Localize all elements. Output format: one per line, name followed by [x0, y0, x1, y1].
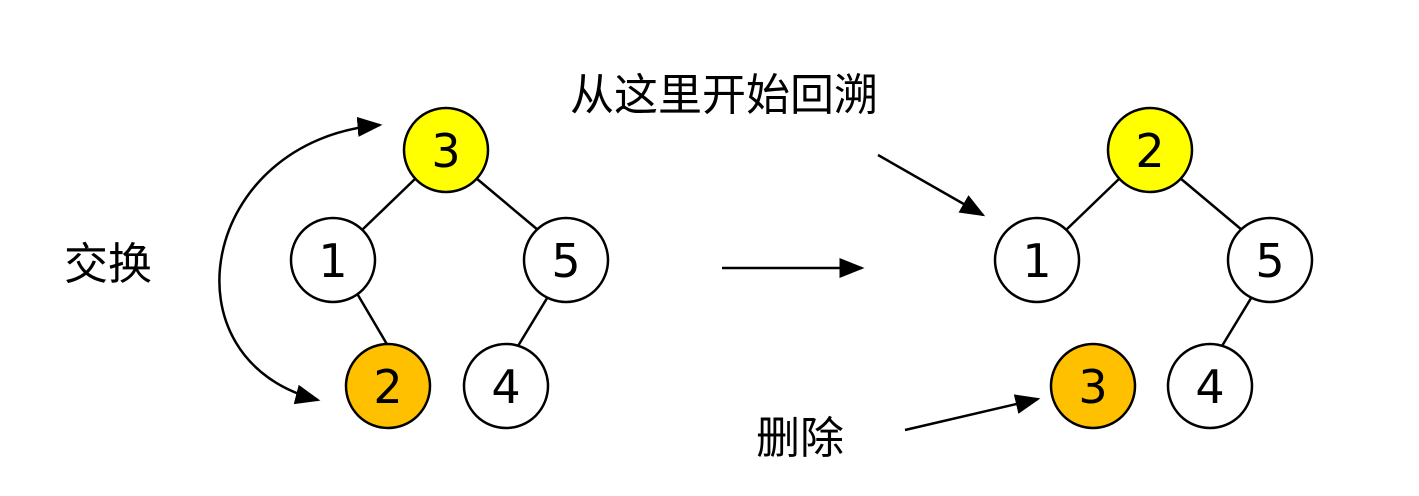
node-label: 1	[1022, 234, 1051, 288]
node-circle	[1106, 106, 1194, 194]
edge-right-child	[516, 289, 554, 347]
node-circle	[993, 216, 1081, 304]
node-circle	[522, 216, 610, 304]
node-label: 3	[431, 124, 460, 178]
node-label: 1	[318, 234, 347, 288]
tree-after: 2 1 5 3 4	[993, 106, 1314, 430]
swap-label: 交换	[64, 239, 152, 290]
node-label: 5	[1255, 234, 1284, 288]
tree-node: 3	[402, 106, 490, 194]
tree-node: 4	[1166, 342, 1254, 430]
backtrack-label: 从这里开始回溯	[570, 70, 878, 121]
tree-node: 2	[344, 342, 432, 430]
node-circle	[1226, 216, 1314, 304]
backtrack-arrow	[877, 153, 986, 217]
tree-node: 1	[289, 216, 377, 304]
delete-arrow	[904, 394, 1041, 432]
edge-right-child	[1220, 289, 1258, 347]
tree-node: 3	[1049, 342, 1137, 430]
tree-node: 5	[1226, 216, 1314, 304]
node-circle	[402, 106, 490, 194]
node-circle	[1166, 342, 1254, 430]
node-label: 2	[1135, 124, 1164, 178]
tree-node: 2	[1106, 106, 1194, 194]
edge-left-child	[353, 289, 390, 347]
edge-root-right	[1179, 177, 1243, 231]
node-circle	[462, 342, 550, 430]
node-label: 3	[1078, 360, 1107, 414]
node-label: 5	[551, 234, 580, 288]
edge-root-left	[1065, 177, 1121, 231]
node-label: 4	[491, 360, 520, 414]
edge-root-right	[475, 177, 539, 231]
swap-arrow	[218, 116, 383, 405]
edge-root-left	[361, 177, 417, 231]
tree-before: 3 1 5 2 4	[289, 106, 610, 430]
node-label: 2	[373, 360, 402, 414]
delete-label: 删除	[756, 413, 844, 464]
tree-node: 5	[522, 216, 610, 304]
node-circle	[1049, 342, 1137, 430]
tree-node: 1	[993, 216, 1081, 304]
node-label: 4	[1195, 360, 1224, 414]
tree-node: 4	[462, 342, 550, 430]
